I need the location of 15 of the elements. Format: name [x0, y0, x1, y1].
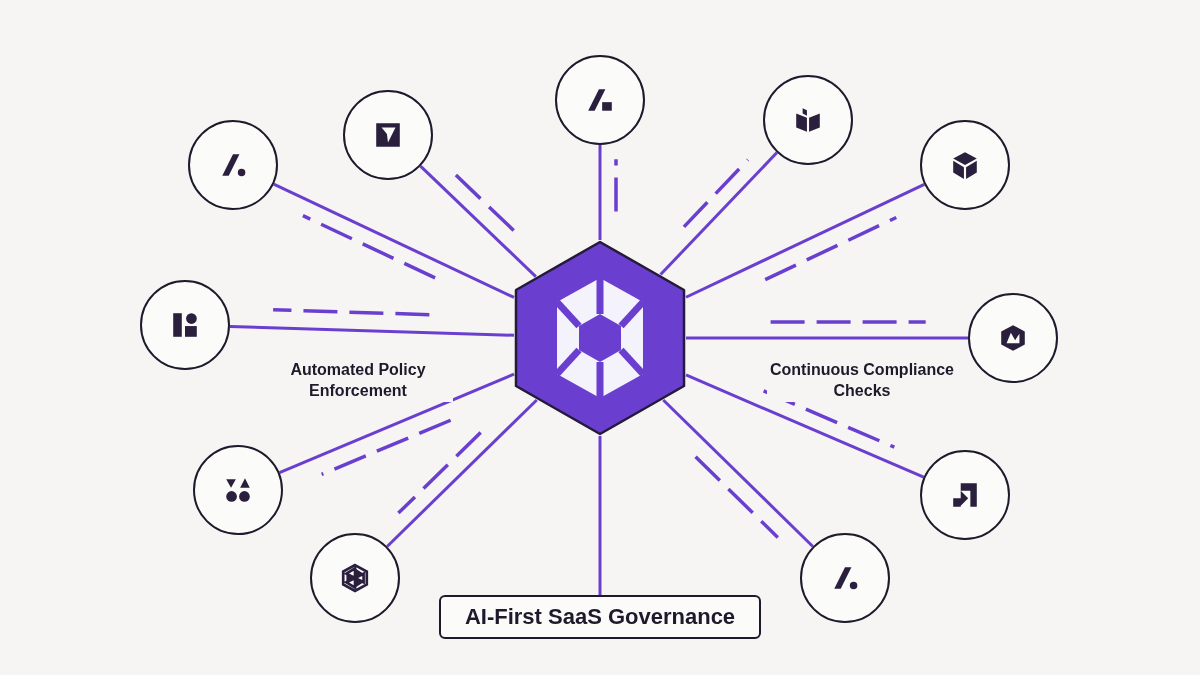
feature-label: Continuous Compliance Checks — [767, 360, 957, 402]
connector-line — [685, 182, 925, 299]
connector-line — [685, 373, 925, 479]
connector-line — [386, 398, 538, 548]
connector-line — [659, 151, 779, 276]
connector-line — [278, 372, 515, 474]
connector-line — [598, 436, 602, 595]
connector-line — [598, 145, 602, 240]
connector-line — [662, 398, 814, 548]
title-box: AI-First SaaS Governance — [439, 595, 761, 639]
connector-line — [419, 165, 537, 278]
connector-line — [686, 336, 968, 340]
connector-line — [229, 324, 515, 337]
connector-line — [273, 182, 515, 299]
hub-hexagon — [514, 240, 686, 436]
